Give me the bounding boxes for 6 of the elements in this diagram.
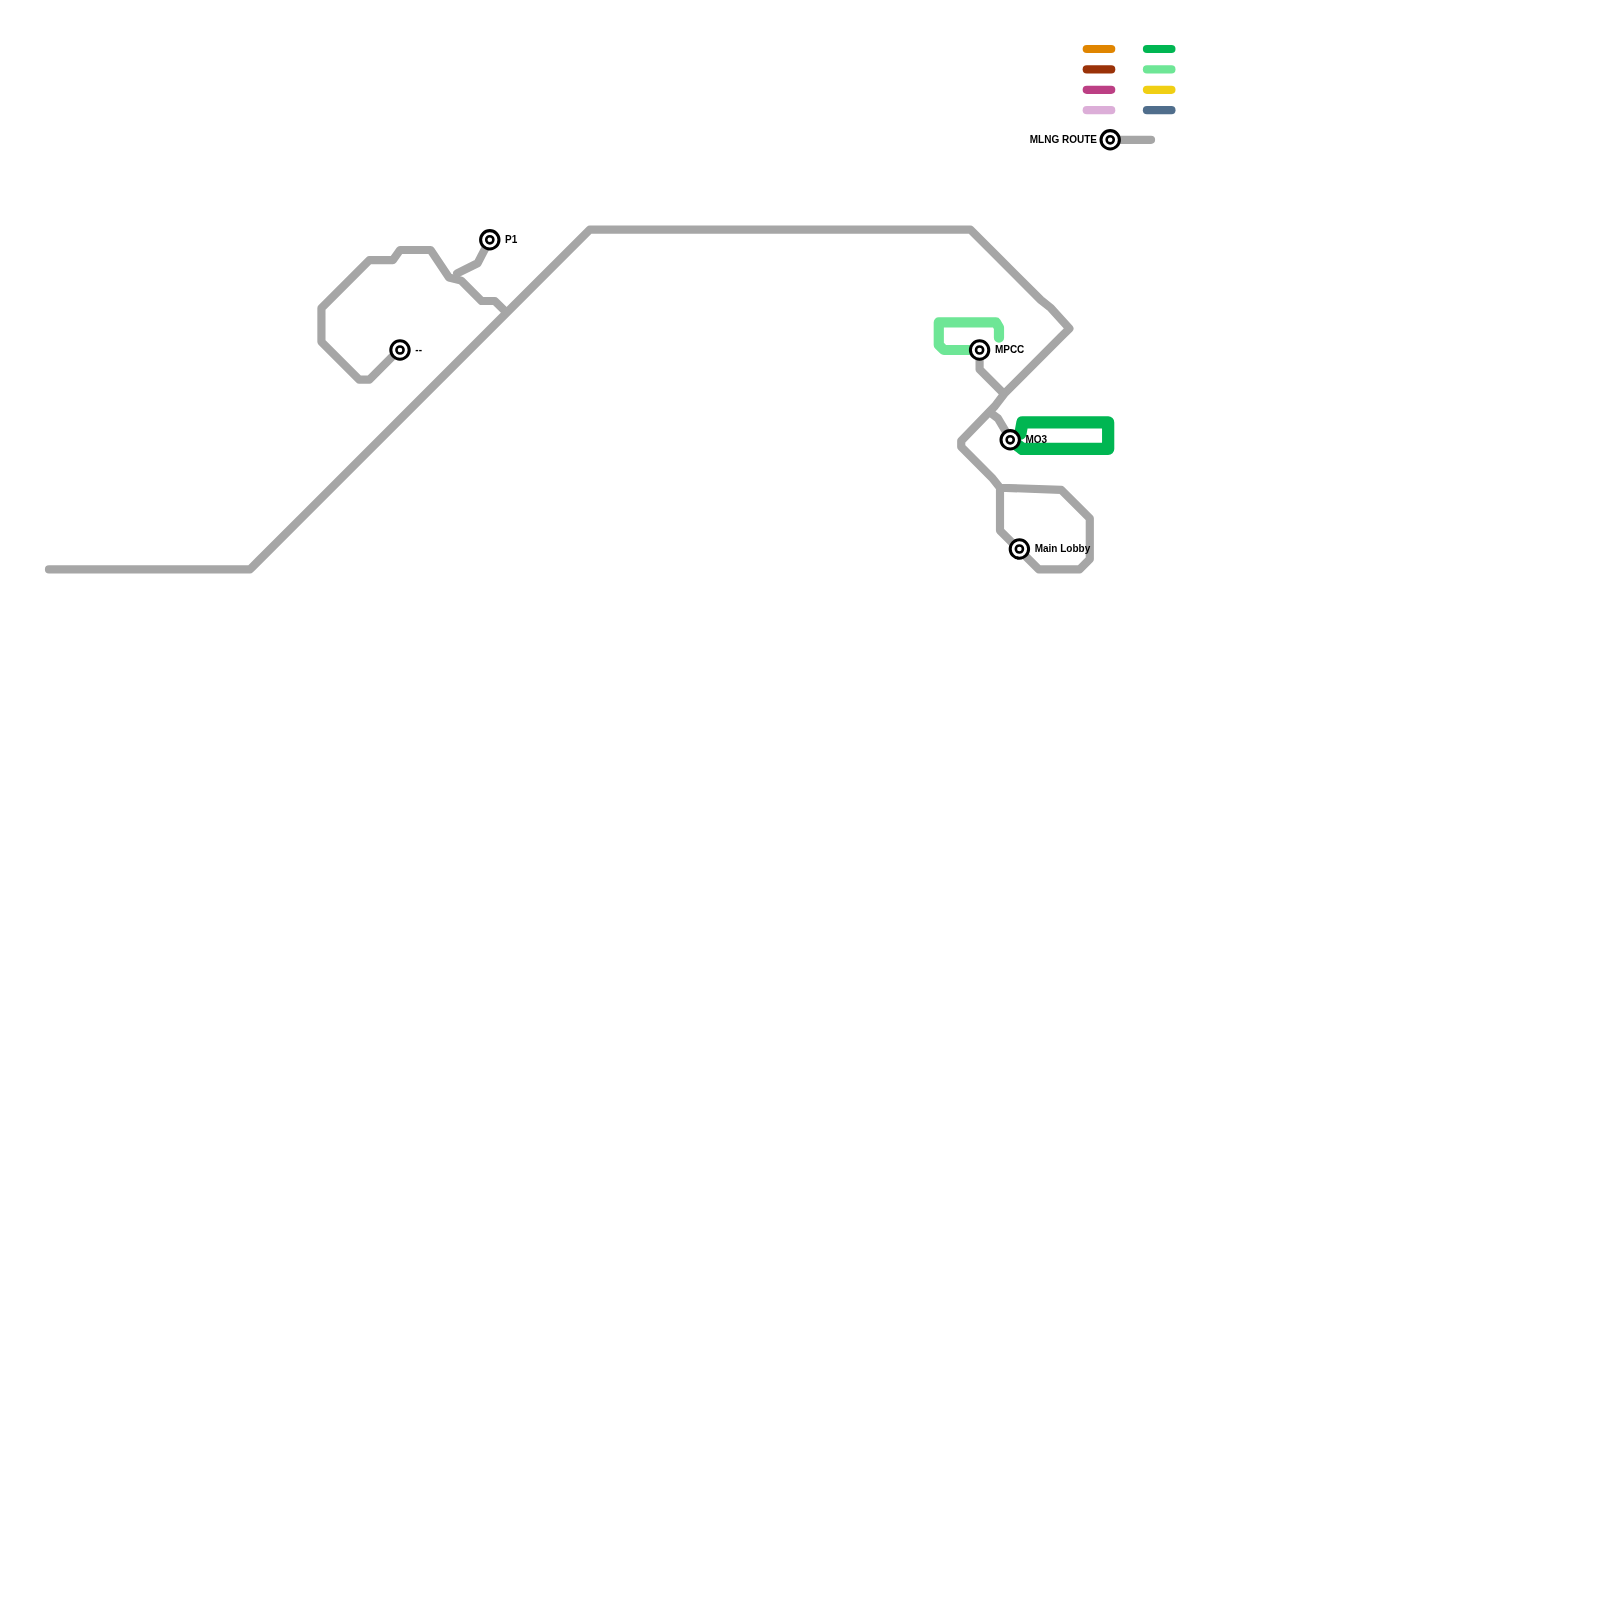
station-name: MO3 bbox=[1025, 433, 1048, 446]
station-name: MPCC bbox=[994, 343, 1025, 356]
legend-text: MLNG ROUTE bbox=[1029, 133, 1097, 146]
station-name: Main Lobby bbox=[1034, 542, 1091, 555]
station-name: -- bbox=[415, 343, 422, 356]
station-name: P1 bbox=[505, 233, 518, 246]
